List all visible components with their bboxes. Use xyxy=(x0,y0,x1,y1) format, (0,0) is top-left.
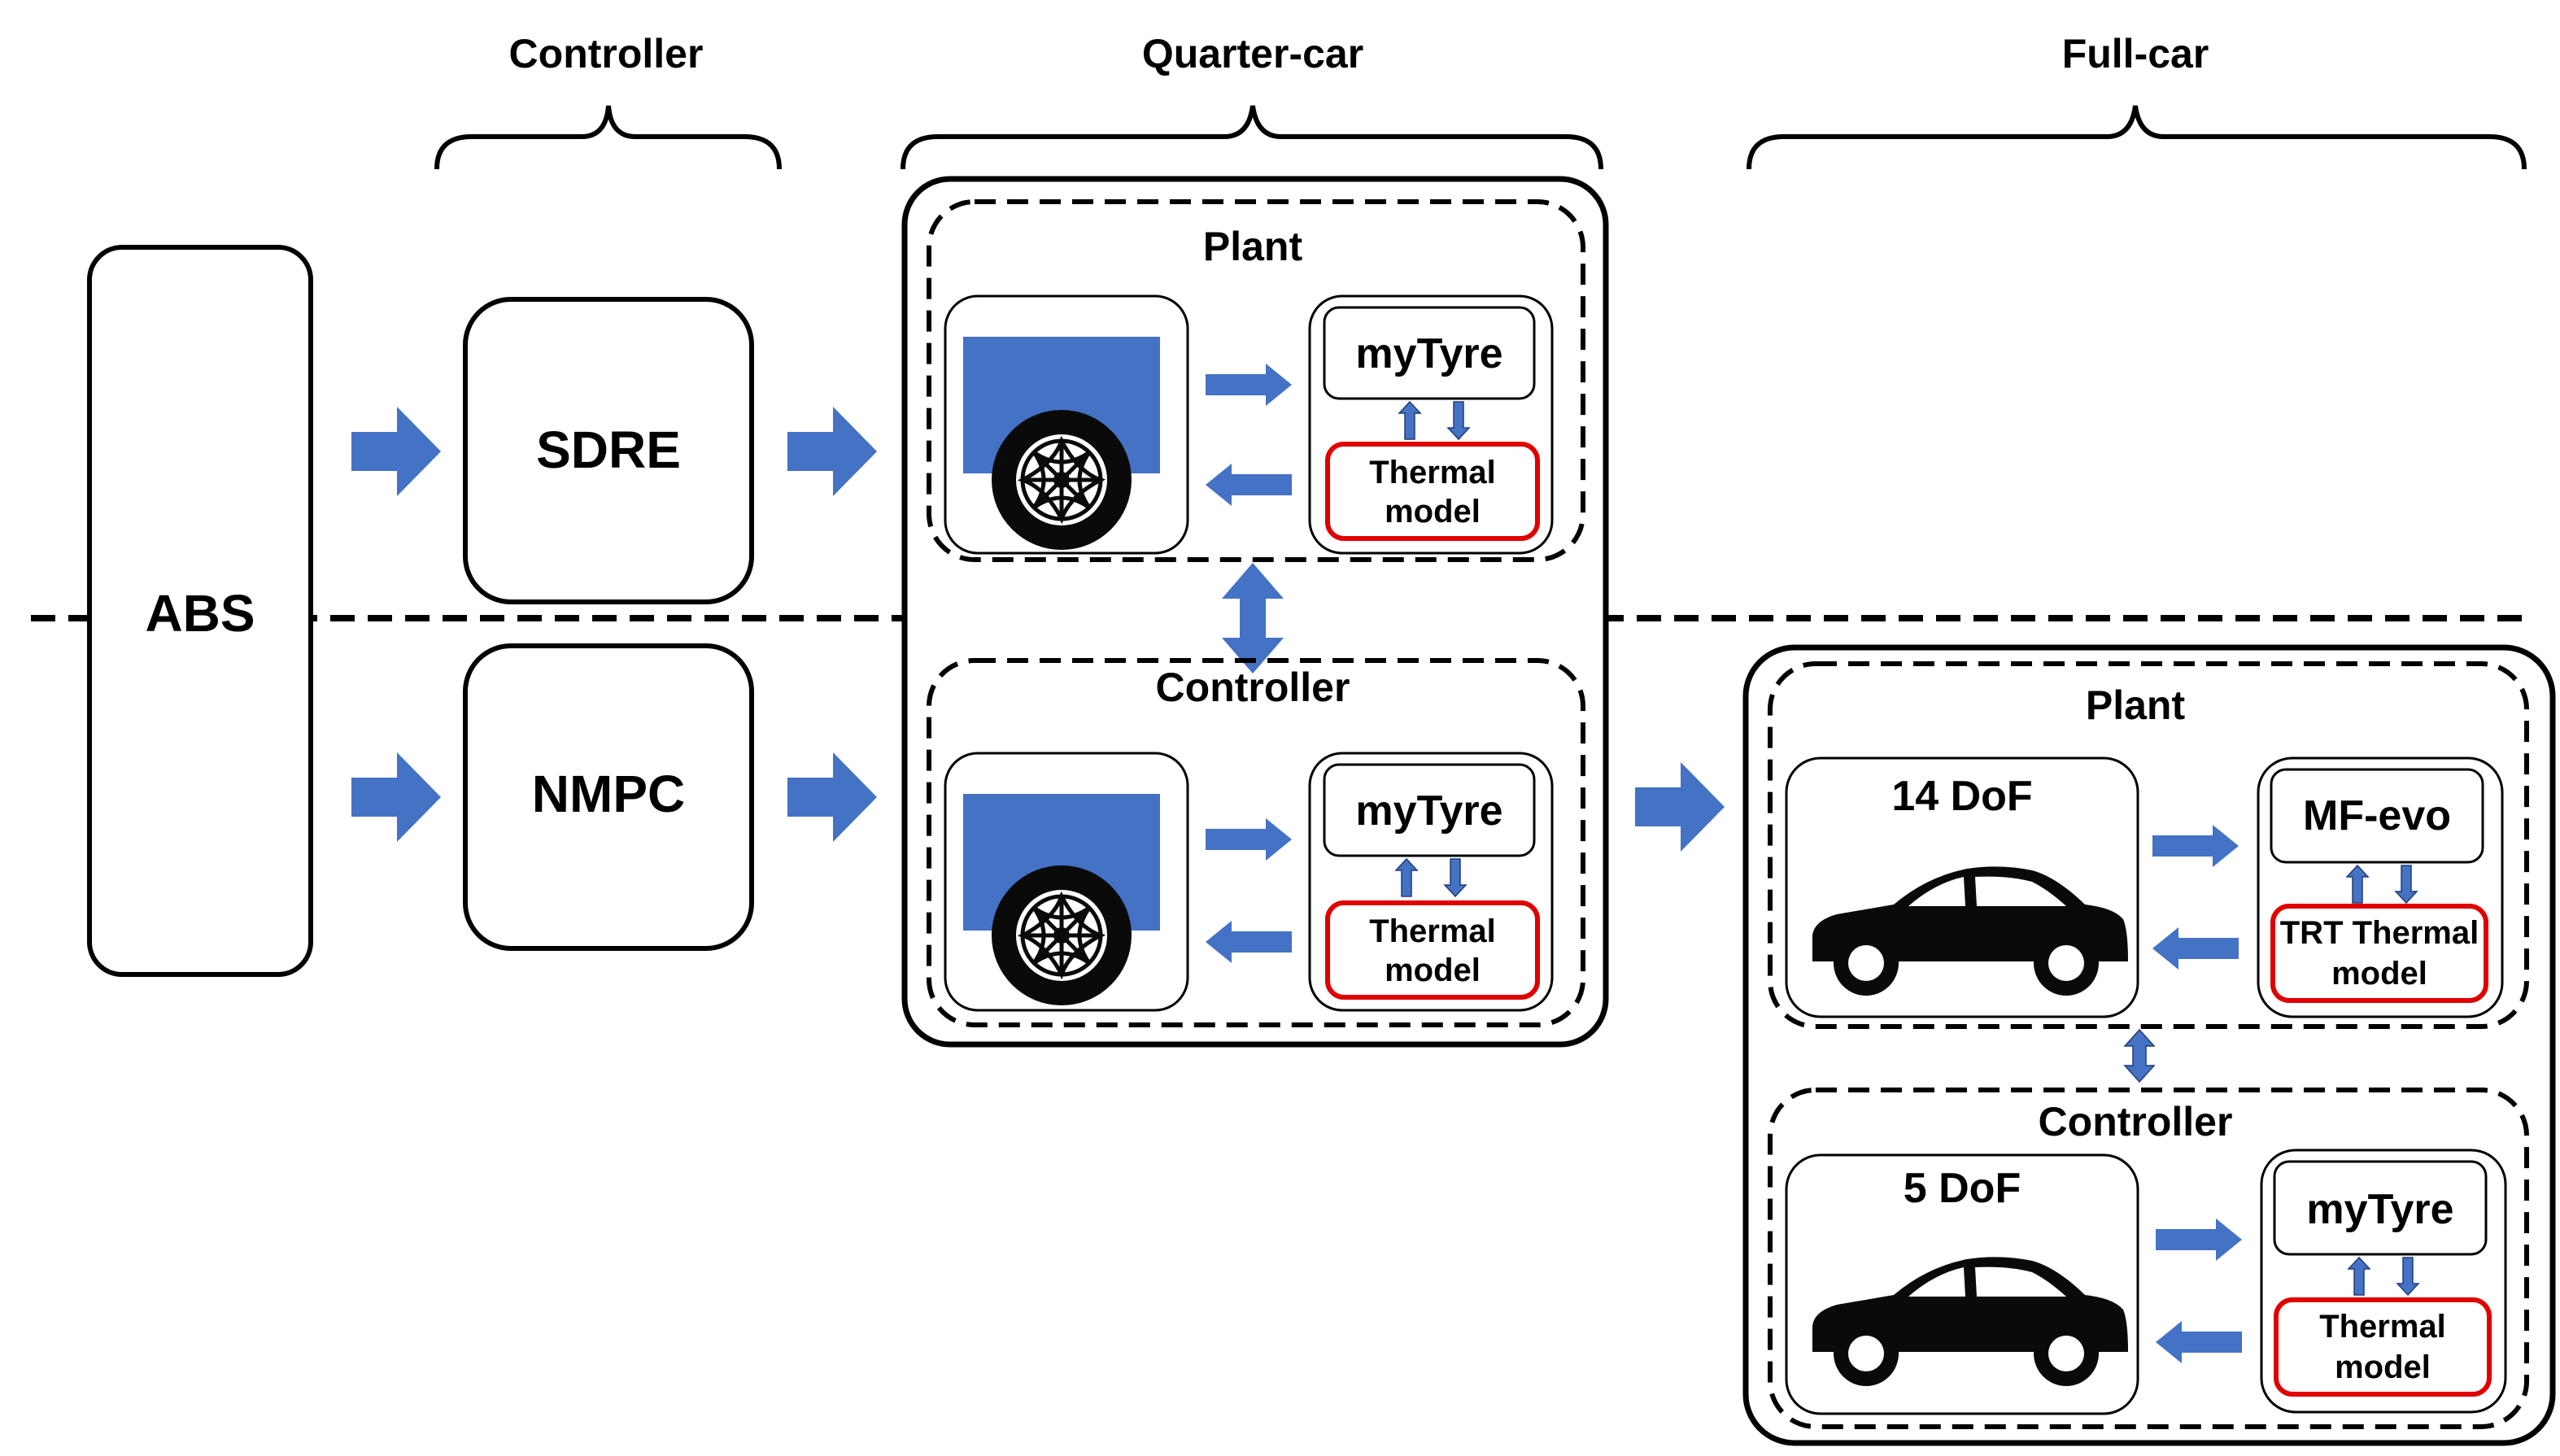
sdre-label: SDRE xyxy=(536,421,681,479)
arrow-sdre-to-quarter-car xyxy=(787,407,877,496)
full-car-plant-tyre-model-label: MF-evo xyxy=(2303,792,2451,839)
quarter-car-controller-thermal-line2: model xyxy=(1385,953,1481,988)
quarter-car-controller-thermal-line1: Thermal xyxy=(1369,913,1496,949)
full-car-plant-thermal-line2: model xyxy=(2331,956,2427,992)
quarter-car-plant-thermal-box xyxy=(1325,442,1540,541)
quarter-car-plant-thermal-line1: Thermal xyxy=(1369,455,1496,490)
quarter-car-brace xyxy=(901,105,1603,170)
full-car-controller-tyre-model-box xyxy=(2273,1160,2488,1256)
arrow-nmpc-to-quarter-car xyxy=(787,752,877,842)
full-car-plant-box xyxy=(1768,661,2529,1029)
full-car-plant-label: Plant xyxy=(2086,682,2186,728)
full-car-controller-thermal-box xyxy=(2274,1297,2492,1397)
arrow-fc-plant-controller xyxy=(2123,1028,2156,1083)
quarter-car-plant-tyre-model-box xyxy=(1323,306,1536,400)
quarter-car-plant-tyre-model-label: myTyre xyxy=(1355,330,1502,377)
quarter-car-plant-wheel-icon xyxy=(992,410,1132,550)
quarter-car-controller-wheel-icon xyxy=(992,865,1132,1005)
nmpc-label: NMPC xyxy=(532,765,685,823)
quarter-car-controller-thermal-box xyxy=(1325,900,1540,1000)
full-car-controller-tyre-model-label: myTyre xyxy=(2306,1186,2453,1233)
full-car-controller-thermal-line2: model xyxy=(2335,1349,2431,1385)
arrow-abs-to-sdre xyxy=(351,407,441,496)
full-car-plant-thermal-box xyxy=(2270,904,2488,1003)
full-car-plant-vehicle-model-label: 14 DoF xyxy=(1891,773,2032,820)
full-car-header: Full-car xyxy=(2062,31,2209,76)
full-car-controller-box xyxy=(1768,1088,2529,1429)
full-car-controller-label: Controller xyxy=(2039,1099,2233,1144)
quarter-car-controller-tyre-model-box xyxy=(1323,763,1536,857)
full-car-controller-thermal-line1: Thermal xyxy=(2319,1309,2446,1345)
arrow-qc-plant-controller xyxy=(1222,563,1284,674)
arrow-abs-to-nmpc xyxy=(351,752,441,842)
quarter-car-plant-thermal-line2: model xyxy=(1385,494,1481,530)
quarter-car-controller-tyre-model-label: myTyre xyxy=(1355,787,1502,835)
abs-label: ABS xyxy=(145,584,255,643)
full-car-plant-thermal-line1: TRT Thermal xyxy=(2280,915,2479,951)
nmpc-block xyxy=(463,643,754,951)
quarter-car-controller-label: Controller xyxy=(1156,665,1350,710)
quarter-car-plant-label: Plant xyxy=(1203,224,1303,269)
full-car-plant-tyre-model-box xyxy=(2270,768,2484,864)
full-car-brace xyxy=(1747,105,2527,170)
abs-block xyxy=(87,245,313,977)
controller-brace xyxy=(434,105,782,170)
quarter-car-header: Quarter-car xyxy=(1142,31,1363,76)
full-car-controller-vehicle-model-label: 5 DoF xyxy=(1904,1165,2021,1212)
arrow-quarter-car-to-full-car xyxy=(1635,762,1725,852)
quarter-car-controller-box xyxy=(927,658,1585,1027)
sdre-block xyxy=(463,297,754,604)
controller-header: Controller xyxy=(509,31,704,76)
quarter-car-plant-box xyxy=(927,199,1585,562)
